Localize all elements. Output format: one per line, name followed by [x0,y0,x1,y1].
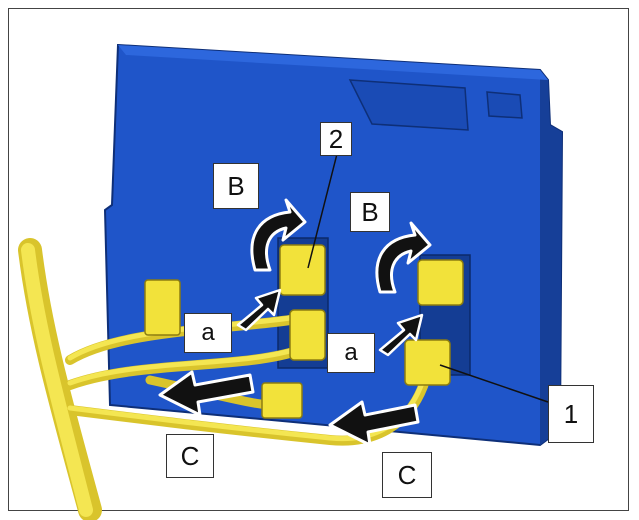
side-connector [144,279,303,419]
label-step-a-left: a [184,313,232,353]
figure-frame [8,8,629,511]
label-part-1: 1 [548,385,594,443]
pull-arrow-icon [328,400,420,447]
push-arrow-icon [378,313,424,357]
rotate-arrow-icon [375,221,432,294]
connector-2 [279,244,326,361]
label-step-b-left: B [213,163,259,209]
label-step-c-right: C [382,452,432,498]
label-step-a-right: a [327,333,375,373]
label-step-b-right: B [350,192,390,232]
label-step-c-left: C [166,434,214,478]
connector-1 [404,259,464,386]
push-arrow-icon [236,288,282,332]
leader-lines [307,149,549,403]
rotate-arrow-icon [250,198,307,272]
pull-arrow-icon [158,370,255,417]
label-part-2: 2 [320,122,352,156]
